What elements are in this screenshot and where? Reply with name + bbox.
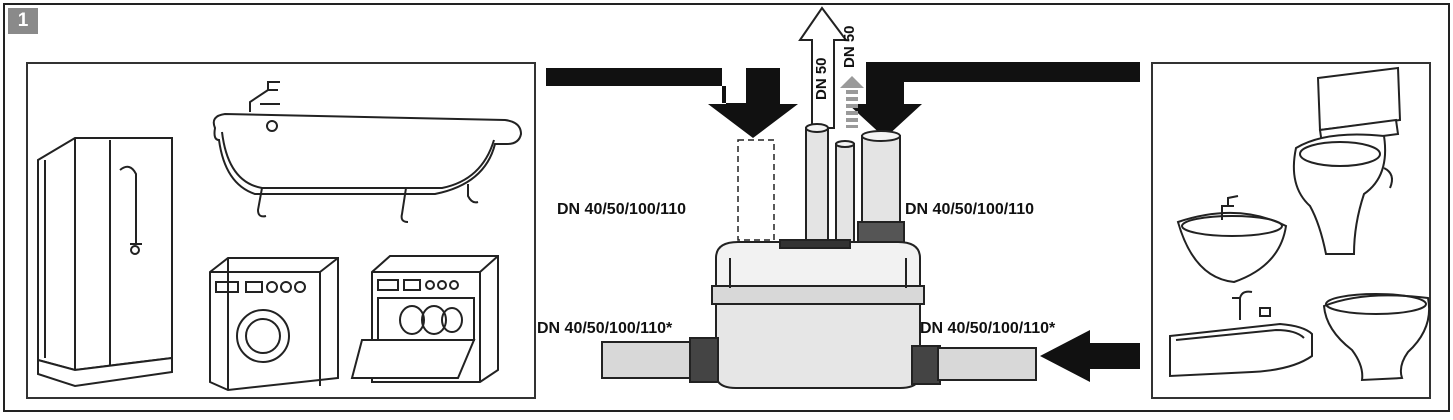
- left-appliances-panel: [26, 62, 536, 399]
- dishwasher-icon: [350, 255, 499, 383]
- bidet-icon: [1322, 293, 1430, 382]
- outlet-pipe-1: [805, 123, 829, 245]
- outlet-pipe-2: [835, 140, 855, 245]
- shower-cabin-icon: [37, 137, 173, 388]
- inlet-pipe-bottom-left: [601, 337, 719, 383]
- optional-inlet-pipe-dashed: [737, 139, 775, 241]
- bathtub-icon: [212, 81, 523, 223]
- inlet-arrow-bottom-right: [1040, 330, 1140, 382]
- washing-machine-icon: [209, 257, 339, 392]
- pump-unit: [711, 239, 925, 389]
- label-left-top-connection: DN 40/50/100/110: [557, 201, 686, 218]
- label-right-bottom-connection: DN 40/50/100/110*: [920, 320, 1056, 337]
- sink-icon: [1169, 290, 1313, 378]
- inlet-arrow-top-right: [848, 62, 1140, 138]
- inlet-pipe-bottom-right: [911, 345, 1037, 385]
- right-appliances-panel: [1151, 62, 1431, 399]
- inlet-arrow-top-left: [546, 68, 798, 138]
- figure-number-badge: 1: [8, 8, 38, 34]
- inlet-pipe-top-right: [857, 130, 905, 245]
- label-outlet-dn50-1: DN 50: [813, 57, 830, 100]
- washbasin-icon: [1176, 195, 1288, 284]
- label-left-bottom-connection: DN 40/50/100/110*: [537, 320, 673, 337]
- label-right-top-connection: DN 40/50/100/110: [905, 201, 1034, 218]
- toilet-icon: [1292, 66, 1402, 255]
- label-outlet-dn50-2: DN 50: [841, 25, 858, 68]
- outlet-arrow-dotted: [840, 76, 864, 128]
- outer-frame: [3, 3, 1450, 412]
